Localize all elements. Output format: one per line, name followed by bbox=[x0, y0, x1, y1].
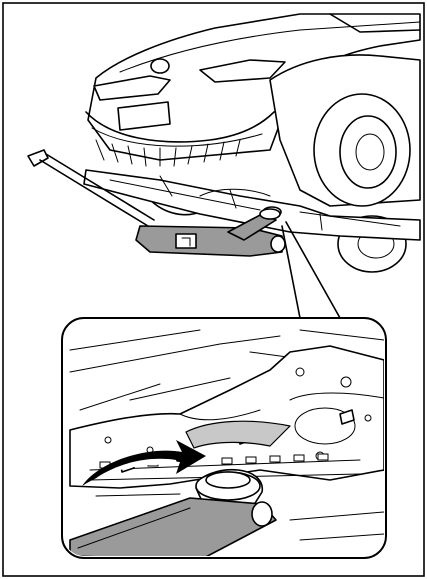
detail-callout bbox=[62, 318, 386, 560]
